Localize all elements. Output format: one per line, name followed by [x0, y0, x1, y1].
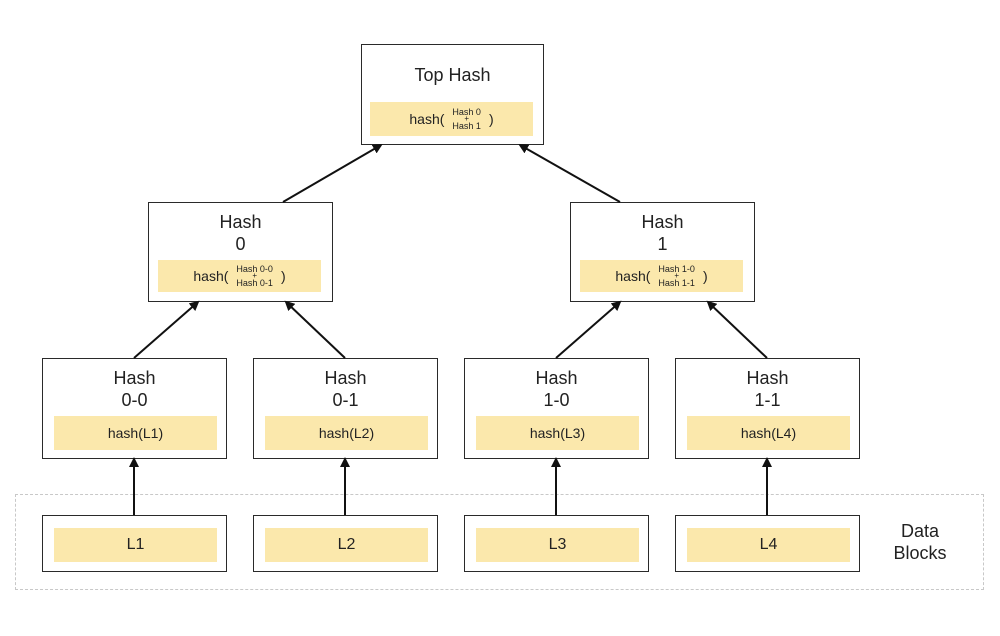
top-hash-func: hash( — [409, 111, 445, 127]
hash-0-1-title-line2: 0-1 — [332, 390, 359, 410]
hash-1-0-node: Hash 1-0 hash(L3) — [464, 358, 649, 459]
hash-1-arg2: Hash 1-1 — [658, 278, 695, 288]
hash-0-formula: hash( Hash 0-0 + Hash 0-1 ) — [158, 260, 321, 292]
hash-1-args: Hash 1-0 + Hash 1-1 — [658, 264, 695, 288]
hash-1-plus: + — [674, 271, 679, 280]
hash-0-arg2: Hash 0-1 — [236, 278, 273, 288]
hash-1-close: ) — [702, 268, 708, 284]
top-hash-arg1: Hash 0 — [452, 107, 481, 117]
leaf-l2-node: L2 — [253, 515, 438, 572]
hash-1-formula: hash( Hash 1-0 + Hash 1-1 ) — [580, 260, 743, 292]
top-hash-args: Hash 0 + Hash 1 — [452, 107, 481, 131]
hash-1-1-title-line1: Hash — [746, 368, 789, 388]
hash-1-node: Hash 1 hash( Hash 1-0 + Hash 1-1 ) — [570, 202, 755, 302]
hash-0-plus: + — [252, 271, 257, 280]
hash-1-title-line1: Hash — [641, 212, 684, 232]
hash-0-title-line2: 0 — [235, 234, 246, 254]
top-hash-plus: + — [464, 114, 469, 123]
hash-1-1-title: Hash 1-1 — [676, 367, 859, 411]
hash-1-1-title-line2: 1-1 — [754, 390, 781, 410]
hash-0-0-title-line2: 0-0 — [121, 390, 148, 410]
hash-1-title: Hash 1 — [571, 211, 754, 255]
data-blocks-label-line2: Blocks — [893, 543, 947, 563]
leaf-l4-node: L4 — [675, 515, 860, 572]
hash-1-0-title-line2: 1-0 — [543, 390, 570, 410]
top-hash-title: Top Hash — [414, 65, 491, 85]
top-hash-node: Top Hash hash( Hash 0 + Hash 1 ) — [361, 44, 544, 145]
hash-0-0-formula: hash(L1) — [54, 416, 217, 450]
top-hash-close: ) — [488, 111, 494, 127]
top-hash-arg2: Hash 1 — [452, 121, 481, 131]
hash-0-0-title: Hash 0-0 — [43, 367, 226, 411]
hash-0-1-title: Hash 0-1 — [254, 367, 437, 411]
arrow-hash11-to-hash1 — [706, 300, 768, 359]
hash-0-node: Hash 0 hash( Hash 0-0 + Hash 0-1 ) — [148, 202, 333, 302]
hash-1-0-formula: hash(L3) — [476, 416, 639, 450]
hash-0-args: Hash 0-0 + Hash 0-1 — [236, 264, 273, 288]
leaf-l4-label: L4 — [687, 528, 850, 562]
data-blocks-label-line1: Data — [900, 521, 940, 541]
arrow-hash00-to-hash0 — [133, 300, 200, 359]
leaf-l1-label: L1 — [54, 528, 217, 562]
hash-1-1-formula: hash(L4) — [687, 416, 850, 450]
hash-0-0-title-line1: Hash — [113, 368, 156, 388]
arrow-hash01-to-hash0 — [284, 300, 346, 359]
leaf-l2-label: L2 — [265, 528, 428, 562]
hash-0-title-line1: Hash — [219, 212, 262, 232]
top-hash-formula: hash( Hash 0 + Hash 1 ) — [370, 102, 533, 136]
hash-0-1-title-line1: Hash — [324, 368, 367, 388]
leaf-l3-node: L3 — [464, 515, 649, 572]
hash-1-0-title: Hash 1-0 — [465, 367, 648, 411]
hash-0-1-node: Hash 0-1 hash(L2) — [253, 358, 438, 459]
hash-0-func: hash( — [193, 268, 229, 284]
hash-1-0-title-line1: Hash — [535, 368, 578, 388]
hash-0-0-node: Hash 0-0 hash(L1) — [42, 358, 227, 459]
data-blocks-region — [15, 494, 984, 590]
hash-1-func: hash( — [615, 268, 651, 284]
hash-0-arg1: Hash 0-0 — [236, 264, 273, 274]
hash-1-1-node: Hash 1-1 hash(L4) — [675, 358, 860, 459]
hash-0-1-formula: hash(L2) — [265, 416, 428, 450]
leaf-l3-label: L3 — [476, 528, 639, 562]
hash-1-arg1: Hash 1-0 — [658, 264, 695, 274]
arrow-hash1-to-top — [518, 144, 621, 203]
data-blocks-label: Data Blocks — [880, 520, 960, 564]
hash-1-title-line2: 1 — [657, 234, 668, 254]
hash-0-title: Hash 0 — [149, 211, 332, 255]
arrow-hash10-to-hash1 — [555, 300, 622, 359]
leaf-l1-node: L1 — [42, 515, 227, 572]
hash-0-close: ) — [280, 268, 286, 284]
arrow-hash0-to-top — [282, 143, 383, 203]
